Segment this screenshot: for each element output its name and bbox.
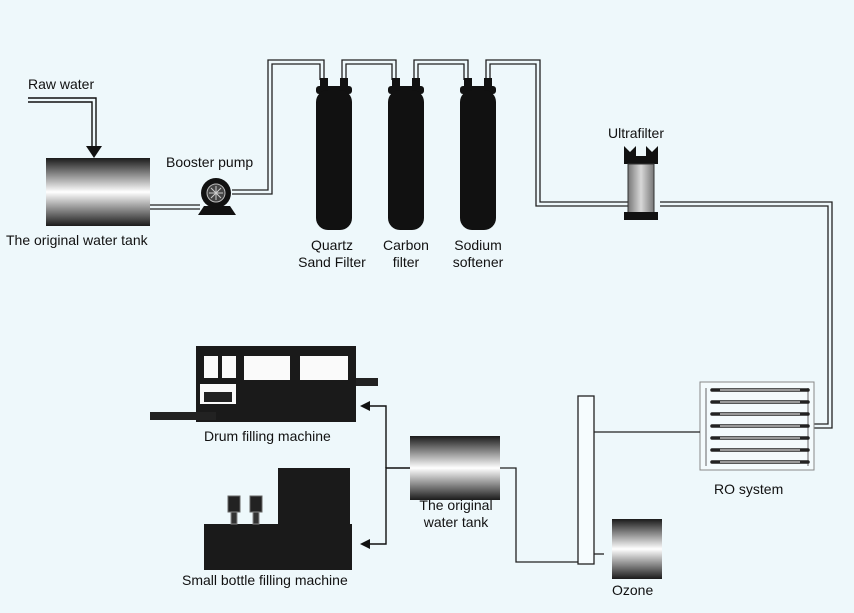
- ro-system-label: RO system: [714, 481, 784, 497]
- carbon-label-line1: Carbon: [383, 237, 429, 253]
- ultrafilter-label: Ultrafilter: [608, 125, 665, 141]
- quartz-sand-filter-icon: [316, 78, 352, 230]
- small-bottle-filling-machine-label: Small bottle filling machine: [182, 572, 348, 588]
- sodium-softener-icon: [460, 78, 496, 230]
- distribution-arrows: [360, 401, 410, 549]
- raw-water-label: Raw water: [28, 76, 95, 92]
- quartz-sand-filter-label: Quartz Sand Filter: [298, 237, 366, 271]
- small-bottle-filling-machine-icon: [204, 468, 352, 570]
- vertical-pipe-column: [577, 395, 595, 565]
- drum-filling-machine-label: Drum filling machine: [204, 428, 331, 444]
- original-water-tank-top: [46, 158, 150, 226]
- original-tank-bottom-line2: water tank: [423, 514, 489, 530]
- pipe-lower-section: [500, 431, 700, 563]
- carbon-filter-icon: [388, 78, 424, 230]
- sodium-softener-label: Sodium softener: [453, 237, 504, 271]
- original-water-tank-bottom-label: The original water tank: [419, 497, 492, 531]
- raw-water-inlet-pipe: [28, 97, 102, 158]
- booster-pump-icon: [198, 178, 236, 215]
- original-water-tank-bottom: [410, 436, 500, 500]
- ozone-label: Ozone: [612, 582, 654, 598]
- sodium-label-line1: Sodium: [454, 237, 502, 253]
- carbon-label-line2: filter: [392, 254, 420, 270]
- pipe-tank-to-filters: [150, 59, 833, 429]
- drum-filling-machine-icon: [150, 346, 378, 422]
- ozone-generator-icon: [612, 519, 662, 579]
- quartz-label-line2: Sand Filter: [298, 254, 366, 270]
- carbon-filter-label: Carbon filter: [383, 237, 429, 271]
- sodium-label-line2: softener: [452, 254, 504, 270]
- original-tank-bottom-line1: The original: [419, 497, 493, 513]
- ultrafilter-icon: [624, 146, 658, 220]
- original-water-tank-top-label: The original water tank: [6, 232, 148, 248]
- ro-system-icon: [699, 381, 815, 471]
- quartz-label-line1: Quartz: [310, 237, 354, 253]
- booster-pump-label: Booster pump: [166, 154, 254, 170]
